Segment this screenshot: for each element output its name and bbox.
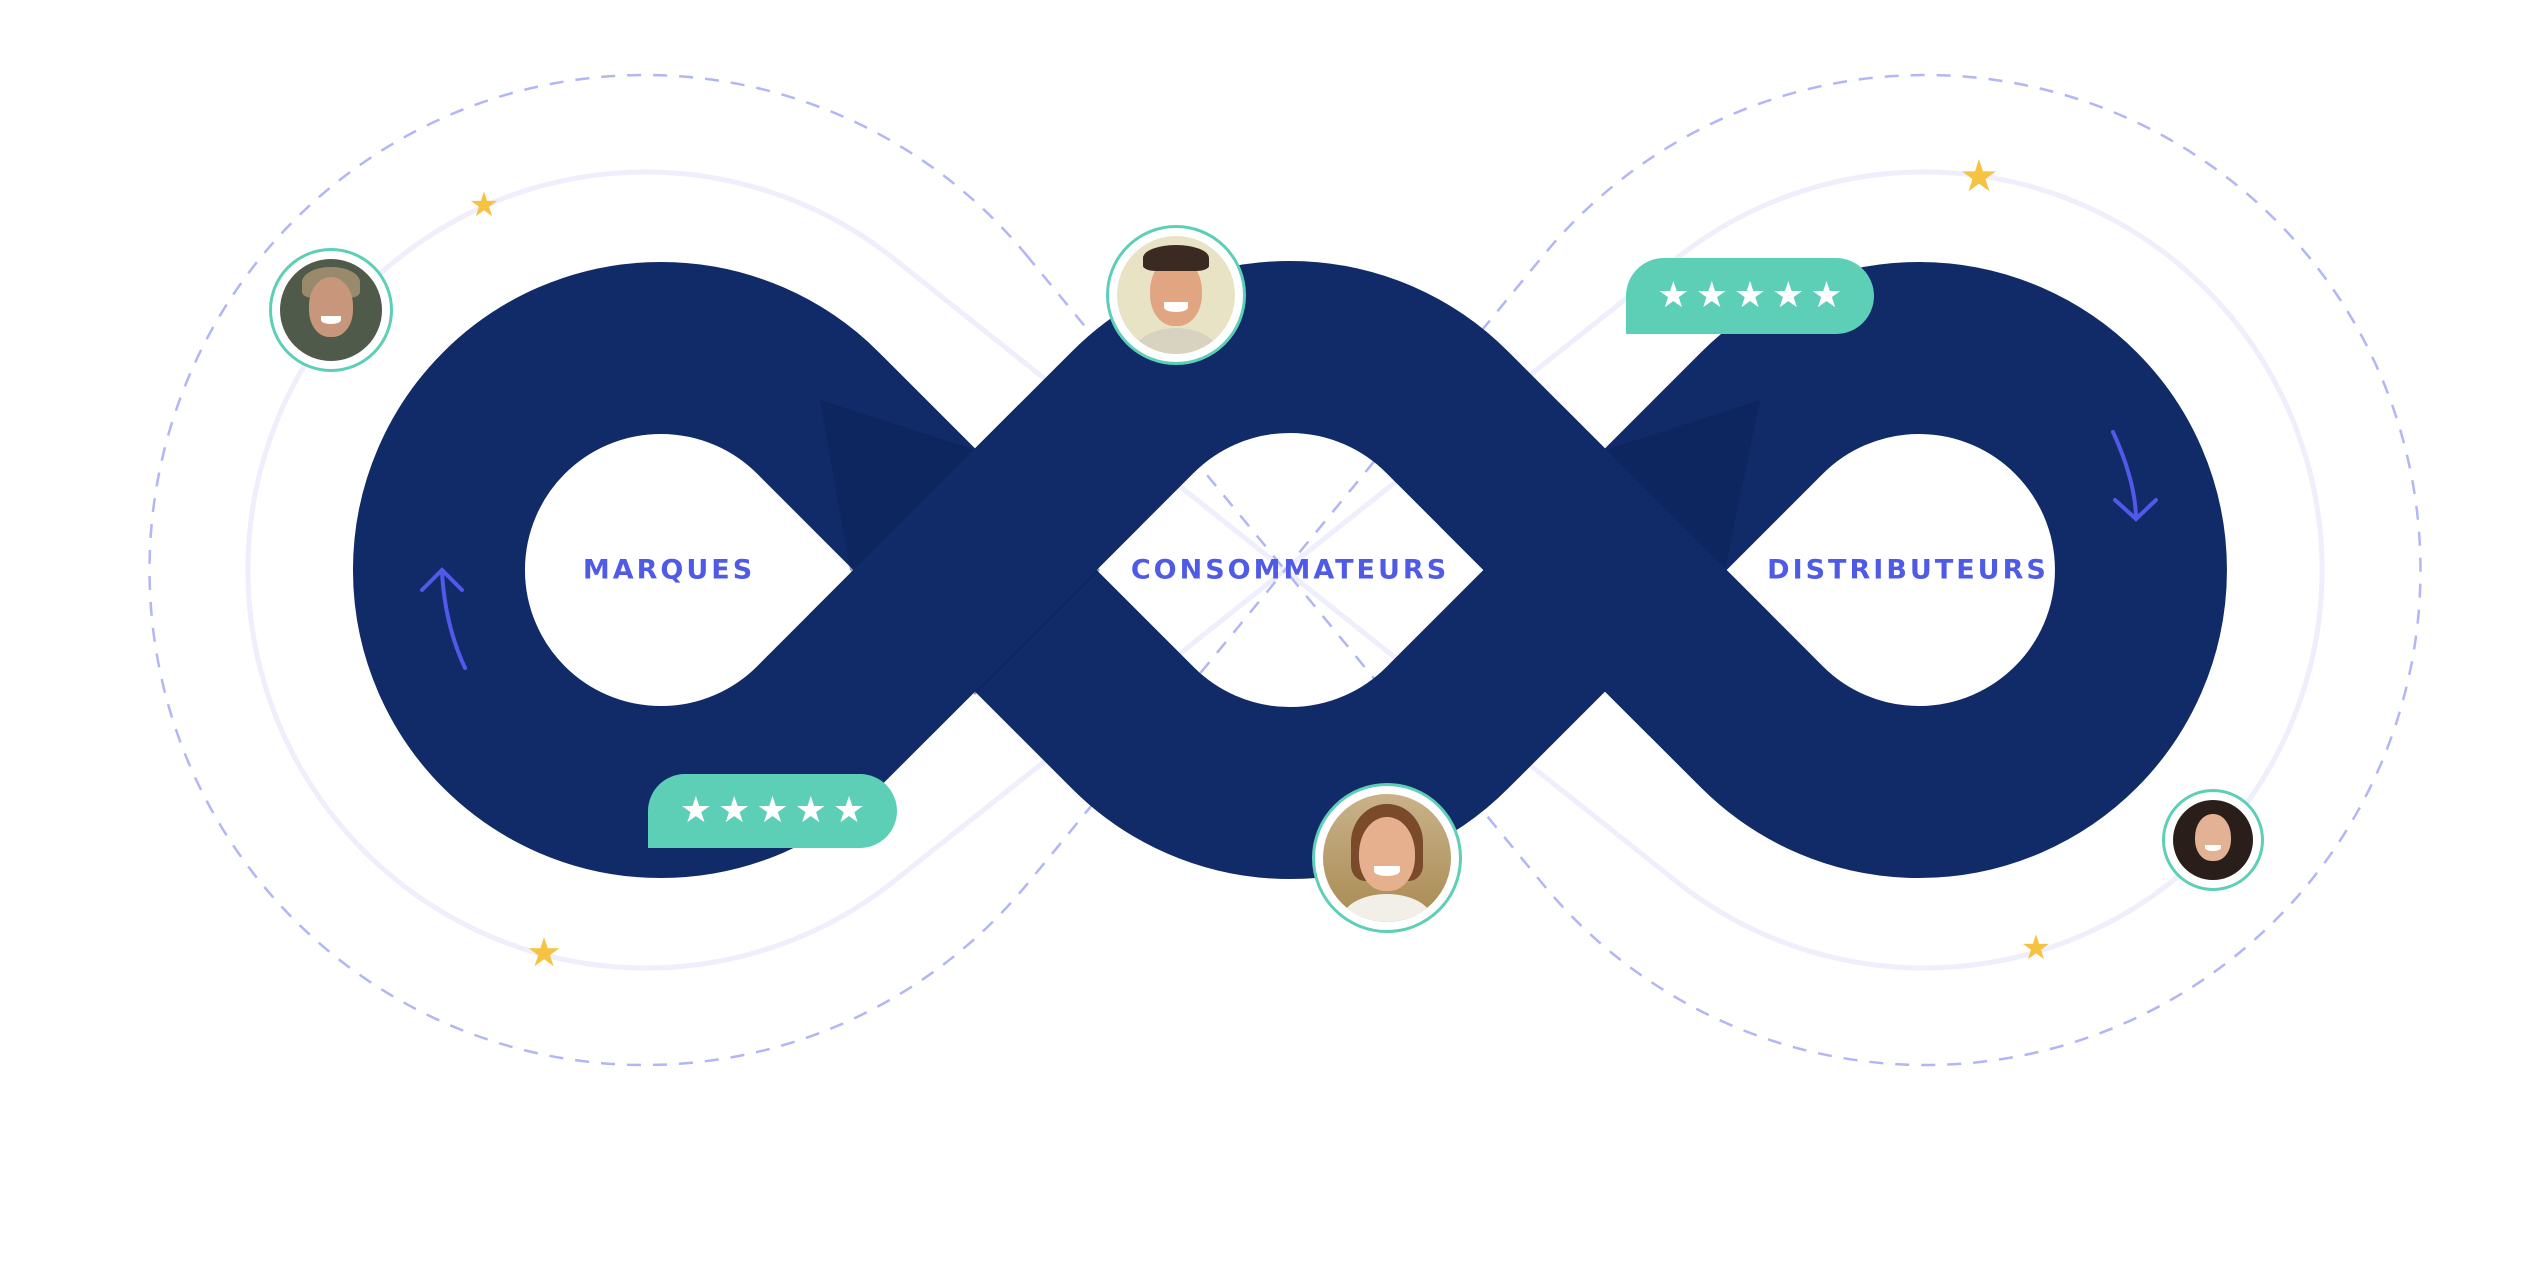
rating-star-icon: ★ [832, 790, 866, 831]
gold-star-icon: ★ [526, 930, 562, 976]
rating-bubble: ★ ★ ★ ★ ★ [648, 774, 897, 848]
rating-star-icon: ★ [756, 790, 789, 831]
node-label-marques: MARQUES [582, 554, 756, 586]
rating-star-icon: ★ [718, 790, 751, 831]
cycle-arrow-down-icon [2111, 430, 2158, 522]
crossing-band-top [809, 404, 1141, 736]
avatar-man-smiling [1106, 225, 1246, 365]
rating-star-icon: ★ [1695, 275, 1728, 316]
crossing-band-top [1439, 404, 1771, 736]
rating-star-icon: ★ [1733, 275, 1767, 316]
rating-star-icon: ★ [1810, 275, 1843, 316]
rating-star-icon: ★ [1657, 275, 1690, 316]
gold-star-icon: ★ [1959, 151, 1999, 202]
node-label-consommateurs: CONSOMMATEURS [1130, 554, 1450, 586]
rating-star-icon: ★ [1772, 275, 1805, 316]
rating-bubble: ★ ★ ★ ★ ★ [1626, 258, 1874, 334]
gold-star-icon: ★ [2020, 928, 2052, 968]
cycle-arrow-up-icon [420, 567, 467, 670]
avatar-woman-dark-hair [2162, 789, 2264, 891]
node-label-distributeurs: DISTRIBUTEURS [1767, 554, 2049, 586]
dashed-outer-ring [148, 73, 2422, 1067]
gold-star-icon: ★ [468, 185, 500, 225]
avatar-woman-outdoors [1312, 783, 1462, 933]
avatar-man-long-hair [269, 248, 393, 372]
rating-star-icon: ★ [679, 790, 713, 831]
rating-star-icon: ★ [794, 790, 827, 831]
